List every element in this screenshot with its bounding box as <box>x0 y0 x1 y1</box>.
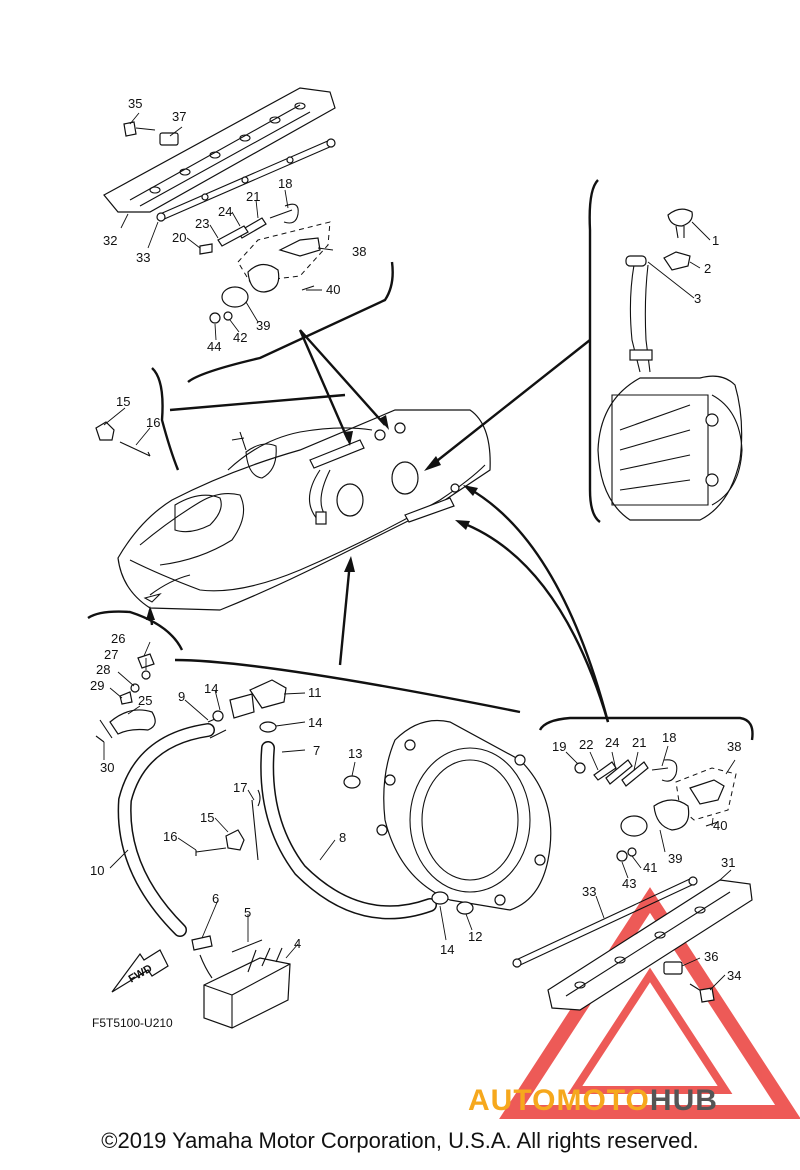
callout-1: 1 <box>712 233 719 248</box>
callout-25: 25 <box>138 693 152 708</box>
callout-18-bottom: 18 <box>662 730 676 745</box>
callout-5: 5 <box>244 905 251 920</box>
callout-labels: 35 37 32 33 20 23 24 21 18 38 40 39 42 4… <box>90 96 741 983</box>
callout-37: 37 <box>172 109 186 124</box>
callout-4: 4 <box>294 936 301 951</box>
part-code: F5T5100-U210 <box>92 1016 173 1030</box>
callout-31: 31 <box>721 855 735 870</box>
detail-left-15-16 <box>95 367 346 471</box>
callout-38-bottom: 38 <box>727 739 741 754</box>
callout-33-bottom: 33 <box>582 884 596 899</box>
callout-10: 10 <box>90 863 104 878</box>
callout-38-top: 38 <box>352 244 366 259</box>
callout-23: 23 <box>195 216 209 231</box>
watermark-text: AUTOMOTOHUB <box>468 1084 718 1118</box>
callout-2: 2 <box>704 261 711 276</box>
callout-40-bottom: 40 <box>713 818 727 833</box>
callout-44: 44 <box>207 339 221 354</box>
callout-15-bottom: 15 <box>200 810 214 825</box>
callout-21-bottom: 21 <box>632 735 646 750</box>
detail-right-pump <box>588 179 743 523</box>
callout-36: 36 <box>704 949 718 964</box>
callout-33-top: 33 <box>136 250 150 265</box>
watercraft-hull <box>117 409 491 611</box>
callout-19: 19 <box>552 739 566 754</box>
callout-12: 12 <box>468 929 482 944</box>
callout-3: 3 <box>694 291 701 306</box>
callout-9: 9 <box>178 689 185 704</box>
callout-7: 7 <box>313 743 320 758</box>
callout-26: 26 <box>111 631 125 646</box>
watermark-text-part1: AUTOMOTO <box>468 1084 650 1117</box>
callout-34: 34 <box>727 968 741 983</box>
connector-arrows <box>146 329 610 723</box>
callout-16-bottom: 16 <box>163 829 177 844</box>
callout-22: 22 <box>579 737 593 752</box>
callout-43: 43 <box>622 876 636 891</box>
callout-17: 17 <box>233 780 247 795</box>
detail-bottom-right <box>512 716 754 1011</box>
callout-20: 20 <box>172 230 186 245</box>
callout-13: 13 <box>348 746 362 761</box>
callout-24-bottom: 24 <box>605 735 619 750</box>
callout-27: 27 <box>104 647 118 662</box>
callout-15-top: 15 <box>116 394 130 409</box>
callout-14-c: 14 <box>440 942 454 957</box>
watermark-text-part2: HUB <box>649 1084 718 1117</box>
callout-28: 28 <box>96 662 110 677</box>
callout-39-bottom: 39 <box>668 851 682 866</box>
callout-42: 42 <box>233 330 247 345</box>
callout-8: 8 <box>339 830 346 845</box>
bottom-left-group <box>87 610 521 1029</box>
callout-39-top: 39 <box>256 318 270 333</box>
callout-40-top: 40 <box>326 282 340 297</box>
callout-30: 30 <box>100 760 114 775</box>
callout-14-a: 14 <box>204 681 218 696</box>
callout-35: 35 <box>128 96 142 111</box>
intake-duct <box>343 719 552 941</box>
callout-32: 32 <box>103 233 117 248</box>
callout-11: 11 <box>308 685 322 700</box>
callout-29: 29 <box>90 678 104 693</box>
callout-24-top: 24 <box>218 204 232 219</box>
callout-21-top: 21 <box>246 189 260 204</box>
copyright-notice: ©2019 Yamaha Motor Corporation, U.S.A. A… <box>101 1128 699 1153</box>
callout-6: 6 <box>212 891 219 906</box>
detail-top-left <box>103 87 394 383</box>
callout-18-top: 18 <box>278 176 292 191</box>
callout-41: 41 <box>643 860 657 875</box>
callout-14-b: 14 <box>308 715 322 730</box>
callout-16-top: 16 <box>146 415 160 430</box>
